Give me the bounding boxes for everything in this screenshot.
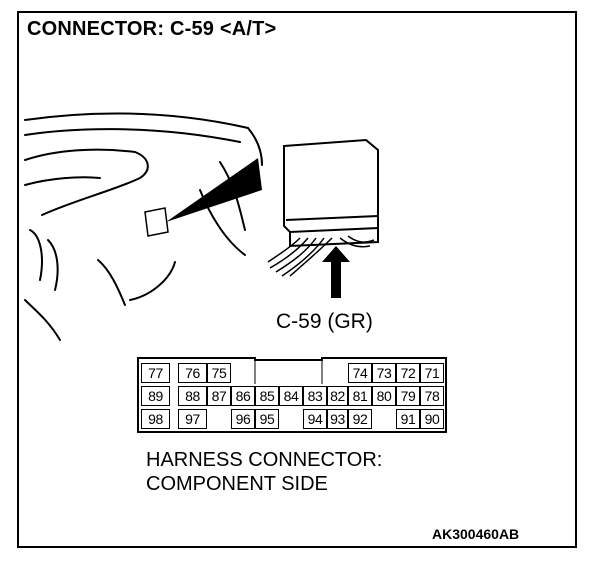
pin-86: 86 bbox=[231, 386, 255, 406]
callout-wedge bbox=[166, 158, 262, 222]
pin-93: 93 bbox=[327, 409, 348, 429]
pin-88: 88 bbox=[178, 386, 207, 406]
diagram-title: CONNECTOR: C-59 <A/T> bbox=[27, 18, 277, 40]
pin-97: 97 bbox=[178, 409, 207, 429]
pin-94: 94 bbox=[303, 409, 327, 429]
pin-75: 75 bbox=[207, 363, 231, 383]
pin-72: 72 bbox=[396, 363, 420, 383]
pin-91: 91 bbox=[396, 409, 420, 429]
pin-98: 98 bbox=[141, 409, 170, 429]
pin-83: 83 bbox=[303, 386, 327, 406]
pin-71: 71 bbox=[420, 363, 444, 383]
caption-line-1: HARNESS CONNECTOR: bbox=[146, 449, 383, 471]
harness-bundle-drawing bbox=[267, 235, 375, 277]
pin-95: 95 bbox=[255, 409, 279, 429]
pin-76: 76 bbox=[178, 363, 207, 383]
pin-87: 87 bbox=[207, 386, 231, 406]
diagram-frame bbox=[17, 11, 577, 548]
control-unit-drawing bbox=[283, 138, 379, 248]
pin-82: 82 bbox=[327, 386, 348, 406]
pin-85: 85 bbox=[255, 386, 279, 406]
pin-81: 81 bbox=[348, 386, 372, 406]
pin-92: 92 bbox=[348, 409, 372, 429]
module-location-marker bbox=[144, 207, 169, 237]
pin-78: 78 bbox=[420, 386, 444, 406]
pin-73: 73 bbox=[372, 363, 396, 383]
pin-84: 84 bbox=[279, 386, 303, 406]
pin-79: 79 bbox=[396, 386, 420, 406]
pin-96: 96 bbox=[231, 409, 255, 429]
pointer-arrow bbox=[322, 246, 350, 298]
caption-line-2: COMPONENT SIDE bbox=[146, 473, 328, 495]
connector-caption: HARNESS CONNECTOR: COMPONENT SIDE bbox=[146, 448, 382, 496]
pin-90: 90 bbox=[420, 409, 444, 429]
figure-code: AK300460AB bbox=[432, 526, 520, 542]
pin-80: 80 bbox=[372, 386, 396, 406]
pin-74: 74 bbox=[348, 363, 372, 383]
connector-id-label: C-59 (GR) bbox=[276, 310, 373, 333]
pin-77: 77 bbox=[141, 363, 170, 383]
pin-89: 89 bbox=[141, 386, 170, 406]
